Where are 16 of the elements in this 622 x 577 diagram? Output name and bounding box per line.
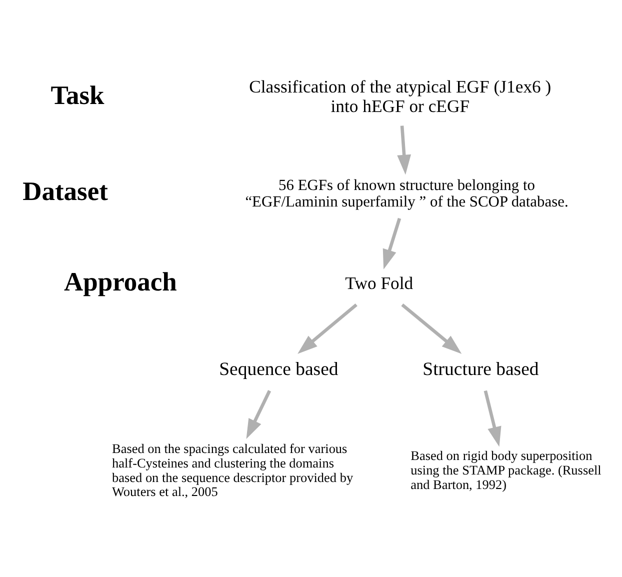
label: Task: [50, 79, 104, 110]
node-text: Structure based: [422, 358, 539, 380]
label: Approach: [64, 266, 177, 296]
node-text: Based on rigid body superposition using the STAMP package. (Russell and Barton, 1992): [410, 448, 602, 492]
arrow: [401, 302, 462, 354]
arrow: [397, 125, 412, 174]
arrow: [246, 390, 272, 438]
node-text: Two Fold: [345, 272, 414, 292]
arrow: [382, 217, 402, 269]
node-text: Classification of the atypical EGF (J1ex6 ) into hEGF or cEGF: [249, 76, 552, 116]
node-text: Sequence based: [219, 358, 338, 380]
label: Dataset: [22, 175, 108, 206]
node-text: 56 EGFs of known structure belonging to “EGF/Laminin superfamily ” of the SCOP database.: [245, 176, 568, 210]
node-text: Based on the spacings calculated for various half-Cysteines and clustering the domains based on the sequence descriptor provided by Wouters et al., 2005: [112, 440, 354, 499]
arrow: [484, 390, 502, 446]
arrow: [298, 302, 358, 354]
